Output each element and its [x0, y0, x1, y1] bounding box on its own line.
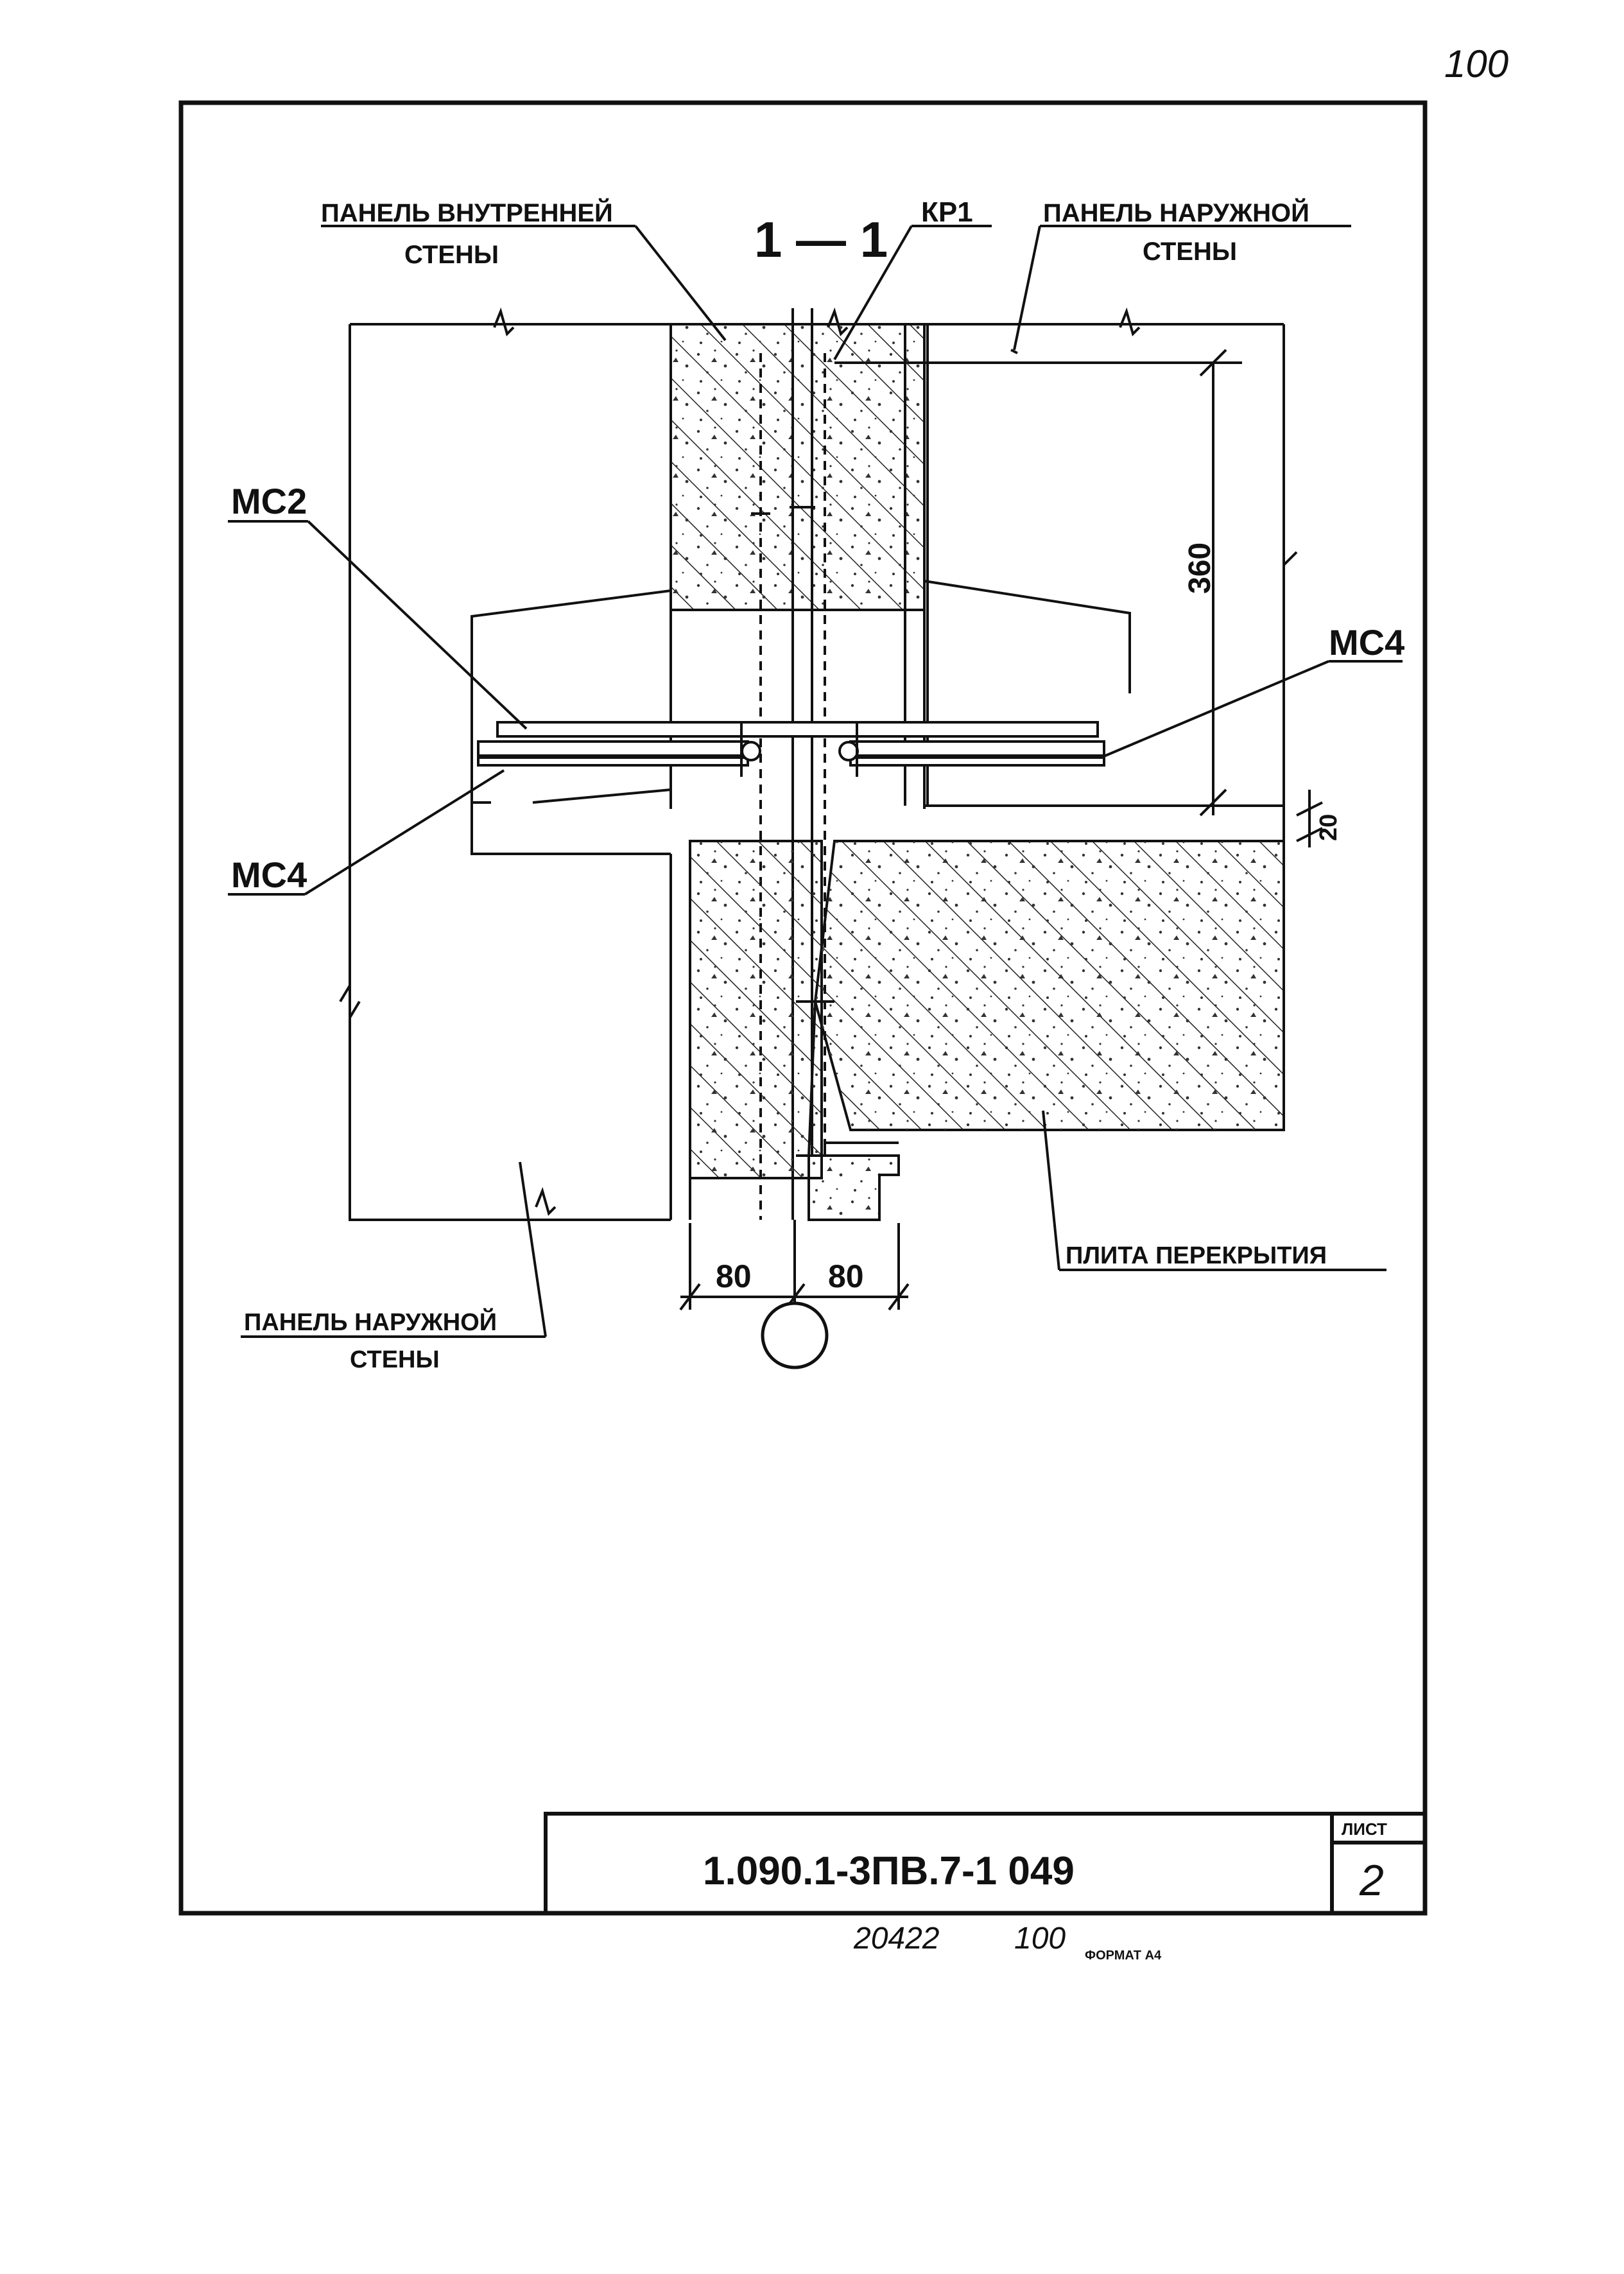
dimension-80-right: 80	[828, 1258, 864, 1294]
format-label: ФОРМАТ А4	[1085, 1949, 1162, 1963]
label-inner-panel: ПАНЕЛЬ ВНУТРЕННЕЙ	[321, 198, 613, 227]
label-outer-panel-top: ПАНЕЛЬ НАРУЖНОЙ	[1043, 198, 1309, 227]
dimension-80-left: 80	[716, 1258, 752, 1294]
section-drawing	[339, 307, 1323, 1369]
label-mc2: МС2	[231, 481, 307, 521]
section-title: 1 — 1	[754, 211, 888, 268]
label-slab: ПЛИТА ПЕРЕКРЫТИЯ	[1066, 1242, 1327, 1269]
sheet-number: 2	[1359, 1856, 1384, 1905]
label-outer-panel-bottom-line2: СТЕНЫ	[350, 1346, 440, 1373]
label-kr1: КР1	[921, 196, 973, 228]
label-inner-panel-line2: СТЕНЫ	[404, 241, 499, 269]
inventory-number: 20422	[853, 1922, 939, 1956]
label-outer-panel-bottom: ПАНЕЛЬ НАРУЖНОЙ	[244, 1307, 497, 1336]
label-mc4-left: МС4	[231, 855, 307, 895]
axis-marker-circle	[761, 1301, 829, 1369]
title-block	[544, 1812, 1427, 1915]
label-outer-panel-top-line2: СТЕНЫ	[1143, 238, 1237, 266]
inventory-page: 100	[1014, 1922, 1066, 1956]
sheet-label: ЛИСТ	[1342, 1819, 1387, 1839]
drawing-code: 1.090.1-3ПВ.7-1 049	[703, 1849, 1075, 1893]
leader-lines	[228, 225, 1403, 1338]
dimension-20: 20	[1315, 814, 1342, 841]
page-mark: 100	[1444, 42, 1508, 85]
dimension-360: 360	[1183, 542, 1217, 594]
label-mc4-right: МС4	[1329, 622, 1404, 663]
